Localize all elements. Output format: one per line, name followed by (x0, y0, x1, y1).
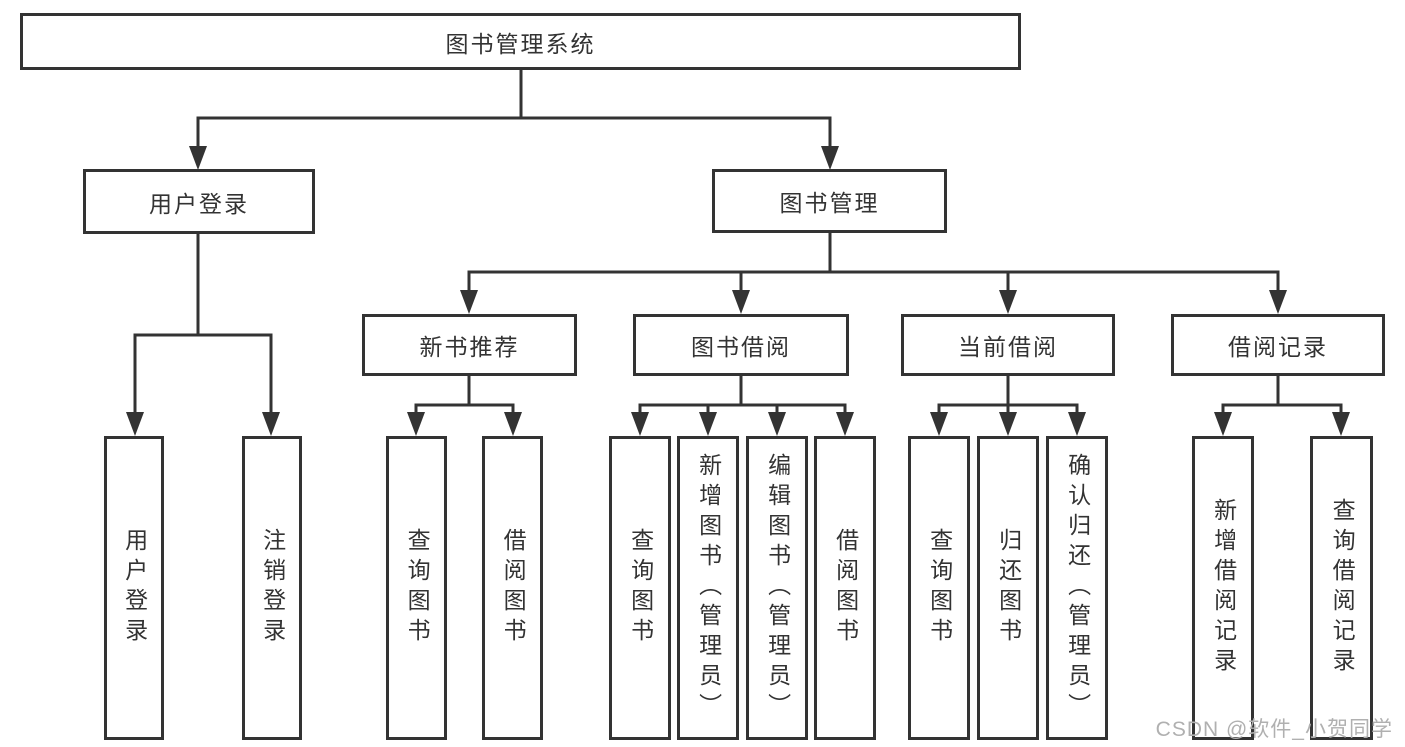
node-label: 图书管理 (779, 190, 880, 216)
leaf-borrow-query-book: 查询图书 (609, 436, 671, 740)
node-current-borrow: 当前借阅 (901, 314, 1115, 376)
node-borrow-records: 借阅记录 (1171, 314, 1385, 376)
node-label: 归还图书 (995, 528, 1022, 648)
node-label: 用户登录 (149, 190, 249, 217)
leaf-borrow-edit-book-admin: 编辑图书（管理员） (746, 436, 808, 740)
leaf-current-query-book: 查询图书 (908, 436, 970, 740)
node-user-login-branch: 用户登录 (83, 169, 315, 234)
leaf-current-confirm-return-admin: 确认归还（管理员） (1046, 436, 1108, 740)
node-label: 新增借阅记录 (1210, 498, 1237, 678)
leaf-borrow-borrow-book: 借阅图书 (814, 436, 876, 740)
node-library-management-system: 图书管理系统 (20, 13, 1021, 70)
node-label: 当前借阅 (958, 334, 1058, 360)
leaf-recommend-borrow-book: 借阅图书 (482, 436, 543, 740)
node-label: 用户登录 (121, 528, 148, 648)
node-book-borrow: 图书借阅 (633, 314, 849, 376)
node-label: 查询借阅记录 (1329, 498, 1356, 678)
node-label: 确认归还（管理员） (1064, 453, 1091, 723)
csdn-watermark: CSDN @软件_小贺同学 (1155, 718, 1393, 741)
node-label: 图书借阅 (691, 334, 791, 360)
leaf-recommend-query-book: 查询图书 (386, 436, 447, 740)
node-book-management-branch: 图书管理 (712, 169, 947, 233)
node-label: 新书推荐 (419, 334, 520, 360)
node-label: 编辑图书（管理员） (764, 453, 791, 723)
node-label: 查询图书 (926, 528, 953, 648)
leaf-records-add-record: 新增借阅记录 (1192, 436, 1254, 740)
leaf-borrow-add-book-admin: 新增图书（管理员） (677, 436, 739, 740)
leaf-records-query-record: 查询借阅记录 (1310, 436, 1373, 740)
leaf-user-login: 用户登录 (104, 436, 164, 740)
node-label: 借阅图书 (832, 528, 859, 648)
node-label: 借阅图书 (500, 528, 527, 648)
node-label: 注销登录 (259, 528, 286, 648)
leaf-logout-login: 注销登录 (242, 436, 302, 740)
node-label: 新增图书（管理员） (695, 453, 722, 723)
node-label: 查询图书 (627, 528, 654, 648)
node-label: 查询图书 (404, 528, 431, 648)
node-label: 借阅记录 (1228, 334, 1328, 360)
node-new-book-recommend: 新书推荐 (362, 314, 577, 376)
leaf-current-return-book: 归还图书 (977, 436, 1039, 740)
node-label: 图书管理系统 (445, 30, 596, 57)
